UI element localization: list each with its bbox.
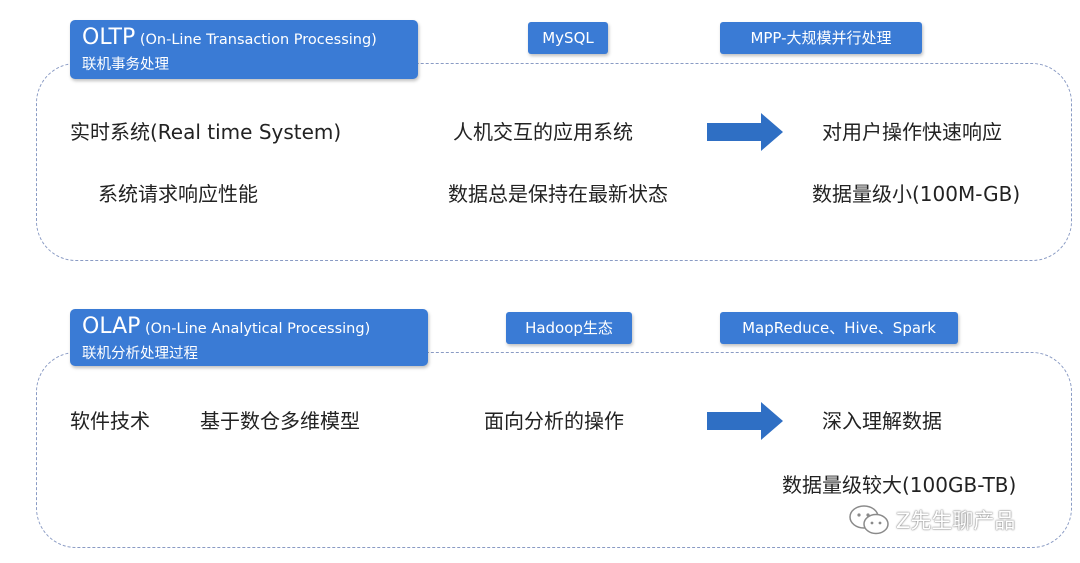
tag-hadoop: Hadoop生态 bbox=[506, 312, 632, 344]
olap-panel bbox=[36, 352, 1072, 548]
oltp-title-cn: 联机事务处理 bbox=[82, 57, 169, 73]
olap-analysis-ops: 面向分析的操作 bbox=[484, 409, 624, 433]
oltp-title-abbr: OLTP bbox=[82, 25, 136, 50]
oltp-arrow-right-icon bbox=[707, 113, 783, 151]
oltp-title-box: OLTP (On-Line Transaction Processing) 联机… bbox=[70, 20, 418, 79]
oltp-title-full: (On-Line Transaction Processing) bbox=[135, 32, 377, 48]
olap-understand-data: 深入理解数据 bbox=[822, 409, 942, 433]
olap-software-tech: 软件技术 bbox=[70, 409, 150, 433]
olap-title-line: OLAP (On-Line Analytical Processing) bbox=[82, 312, 418, 344]
oltp-request-performance: 系统请求响应性能 bbox=[98, 182, 258, 206]
oltp-interactive-app: 人机交互的应用系统 bbox=[453, 120, 633, 144]
oltp-title-line: OLTP (On-Line Transaction Processing) bbox=[82, 23, 408, 55]
oltp-data-volume: 数据量级小(100M-GB) bbox=[812, 182, 1021, 206]
oltp-panel bbox=[36, 63, 1072, 261]
watermark-text: Z先生聊产品 bbox=[896, 509, 1016, 533]
olap-title-cn: 联机分析处理过程 bbox=[82, 346, 198, 362]
olap-title-box: OLAP (On-Line Analytical Processing) 联机分… bbox=[70, 309, 428, 366]
watermark: Z先生聊产品 bbox=[848, 502, 1015, 538]
olap-title-full: (On-Line Analytical Processing) bbox=[140, 321, 371, 337]
olap-title-abbr: OLAP bbox=[82, 314, 141, 339]
oltp-realtime-system: 实时系统(Real time System) bbox=[70, 120, 342, 144]
olap-multidim-model: 基于数仓多维模型 bbox=[200, 409, 360, 433]
tag-mysql: MySQL bbox=[528, 22, 608, 54]
olap-arrow-right-icon bbox=[707, 402, 783, 440]
oltp-latest-state: 数据总是保持在最新状态 bbox=[448, 182, 668, 206]
tag-mapreduce-hive-spark: MapReduce、Hive、Spark bbox=[720, 312, 958, 344]
wechat-icon bbox=[849, 505, 889, 535]
tag-mpp: MPP-大规模并行处理 bbox=[720, 22, 922, 54]
oltp-fast-response: 对用户操作快速响应 bbox=[822, 120, 1002, 144]
olap-data-volume: 数据量级较大(100GB-TB) bbox=[782, 473, 1017, 497]
